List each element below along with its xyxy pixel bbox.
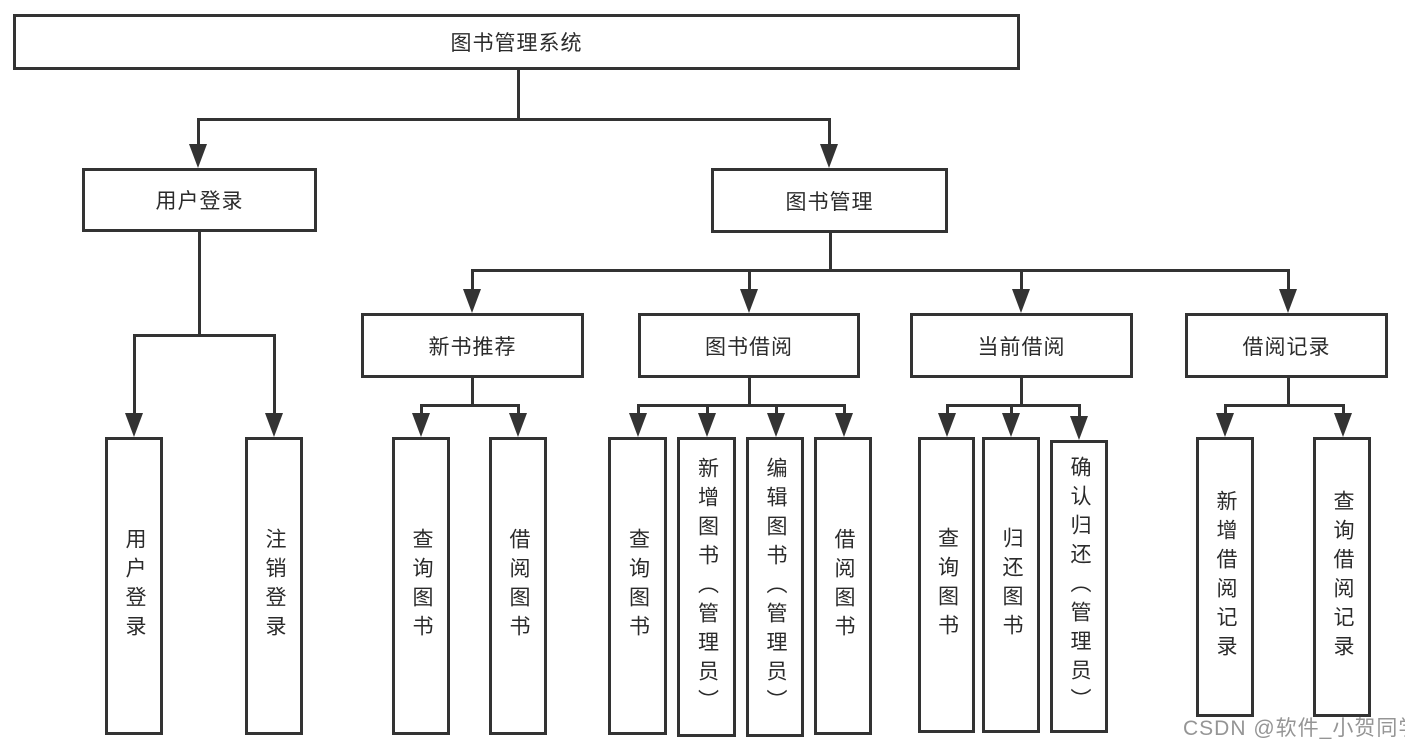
connector-records-branch: [1224, 404, 1344, 407]
node-user-login: 用户登录: [82, 168, 317, 232]
leaf-query-books-2: 查询图书: [608, 437, 667, 735]
leaf-add-books-admin: 新增图书（管理员）: [677, 437, 736, 737]
node-new-book-recommend: 新书推荐: [361, 313, 584, 378]
arrow-down-icon: [265, 413, 283, 437]
arrow-down-icon: [189, 144, 207, 168]
leaf-confirm-return-admin: 确认归还（管理员）: [1050, 440, 1108, 733]
leaf-return-books: 归还图书: [982, 437, 1040, 733]
connector-user-login-drop: [198, 232, 201, 337]
leaf-edit-books-admin: 编辑图书（管理员）: [746, 437, 804, 737]
connector-stem: [706, 404, 709, 416]
arrow-down-icon: [125, 413, 143, 437]
connector-stem: [637, 404, 640, 416]
arrow-down-icon: [1070, 416, 1088, 440]
leaf-borrow-books-2: 借阅图书: [814, 437, 872, 735]
arrow-down-icon: [835, 413, 853, 437]
connector-currentborrow-branch: [946, 404, 1080, 407]
arrow-down-icon: [629, 413, 647, 437]
connector-stem-book-borrow: [748, 269, 751, 291]
connector-newbook-drop: [471, 378, 474, 407]
connector-level3-branch: [471, 269, 1289, 272]
connector-stem: [775, 404, 778, 416]
csdn-watermark: CSDN @软件_小贺同学: [1183, 717, 1405, 740]
connector-level2-branch: [197, 118, 831, 121]
arrow-down-icon: [698, 413, 716, 437]
arrow-down-icon: [1334, 413, 1352, 437]
leaf-query-borrow-record: 查询借阅记录: [1313, 437, 1371, 717]
arrow-down-icon: [1002, 413, 1020, 437]
arrow-down-icon: [509, 413, 527, 437]
connector-user-login-branch: [133, 334, 276, 337]
node-root-library-system: 图书管理系统: [13, 14, 1020, 70]
arrow-down-icon: [820, 144, 838, 168]
arrow-down-icon: [740, 289, 758, 313]
leaf-logout: 注销登录: [245, 437, 303, 735]
node-book-management: 图书管理: [711, 168, 948, 233]
leaf-user-login: 用户登录: [105, 437, 163, 735]
connector-bookborrow-branch: [637, 404, 845, 407]
connector-book-mgmt-drop: [829, 233, 832, 272]
connector-stem-leaf-user-login: [133, 334, 136, 416]
leaf-borrow-books-1: 借阅图书: [489, 437, 547, 735]
arrow-down-icon: [767, 413, 785, 437]
leaf-query-books-3: 查询图书: [918, 437, 975, 733]
connector-stem: [517, 404, 520, 416]
connector-stem: [1010, 404, 1013, 416]
node-borrow-records: 借阅记录: [1185, 313, 1388, 378]
connector-records-drop: [1287, 378, 1290, 407]
connector-stem-user-login: [197, 118, 200, 146]
connector-stem: [843, 404, 846, 416]
arrow-down-icon: [1012, 289, 1030, 313]
connector-stem-leaf-logout: [273, 334, 276, 416]
connector-stem: [946, 404, 949, 416]
arrow-down-icon: [412, 413, 430, 437]
node-current-borrow: 当前借阅: [910, 313, 1133, 378]
connector-stem-new-book: [471, 269, 474, 291]
connector-newbook-branch: [420, 404, 519, 407]
arrow-down-icon: [463, 289, 481, 313]
connector-stem: [1342, 404, 1345, 416]
connector-stem: [420, 404, 423, 416]
connector-stem: [1224, 404, 1227, 416]
arrow-down-icon: [938, 413, 956, 437]
arrow-down-icon: [1279, 289, 1297, 313]
leaf-query-books-1: 查询图书: [392, 437, 450, 735]
node-book-borrow: 图书借阅: [638, 313, 860, 378]
connector-bookborrow-drop: [748, 378, 751, 407]
arrow-down-icon: [1216, 413, 1234, 437]
leaf-add-borrow-record: 新增借阅记录: [1196, 437, 1254, 717]
connector-stem-current-borrow: [1020, 269, 1023, 291]
connector-stem-book-management: [828, 118, 831, 146]
connector-root-drop: [517, 70, 520, 118]
connector-stem: [1078, 404, 1081, 419]
connector-stem-borrow-records: [1287, 269, 1290, 291]
connector-currentborrow-drop: [1020, 378, 1023, 407]
